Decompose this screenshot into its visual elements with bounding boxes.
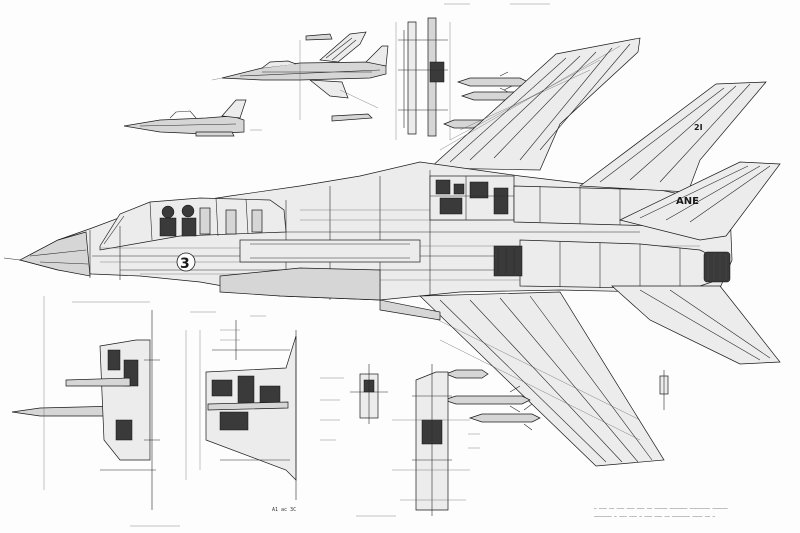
tail-fin <box>618 161 781 241</box>
front-view-detail-left <box>11 296 187 510</box>
nose-cone <box>19 231 91 277</box>
fin-marking: 2I <box>694 123 703 132</box>
missile-row-lower <box>442 369 541 431</box>
side-view-small-aircraft <box>211 31 389 122</box>
note-line-1: — ——— —— ——— ——— ——— —— ————— ——————— ——… <box>594 506 728 511</box>
tailplane <box>611 285 781 365</box>
vertical-tail-upper <box>579 81 767 193</box>
annotation-marks <box>72 3 550 527</box>
vertical-component-drawing <box>395 17 451 140</box>
fuselage-marking: 3 <box>180 256 190 272</box>
front-view-detail-center: A1 ac 3C <box>199 320 297 513</box>
tail-marking: ANE <box>676 196 699 207</box>
small-profile-aircraft <box>123 99 262 137</box>
main-aircraft-cutaway: 3 2I <box>3 37 781 467</box>
side-scale-marker <box>659 370 669 410</box>
upper-wing <box>429 37 641 171</box>
scale-label: A1 ac 3C <box>272 507 296 513</box>
note-line-2: ——————— — ——— ——— — ——— ——— —— ——————— —… <box>594 514 715 519</box>
avionics-bay <box>429 175 515 221</box>
lower-wing <box>419 291 665 467</box>
rear-view-detail <box>350 364 470 516</box>
engine-nacelle-lower <box>519 239 731 289</box>
